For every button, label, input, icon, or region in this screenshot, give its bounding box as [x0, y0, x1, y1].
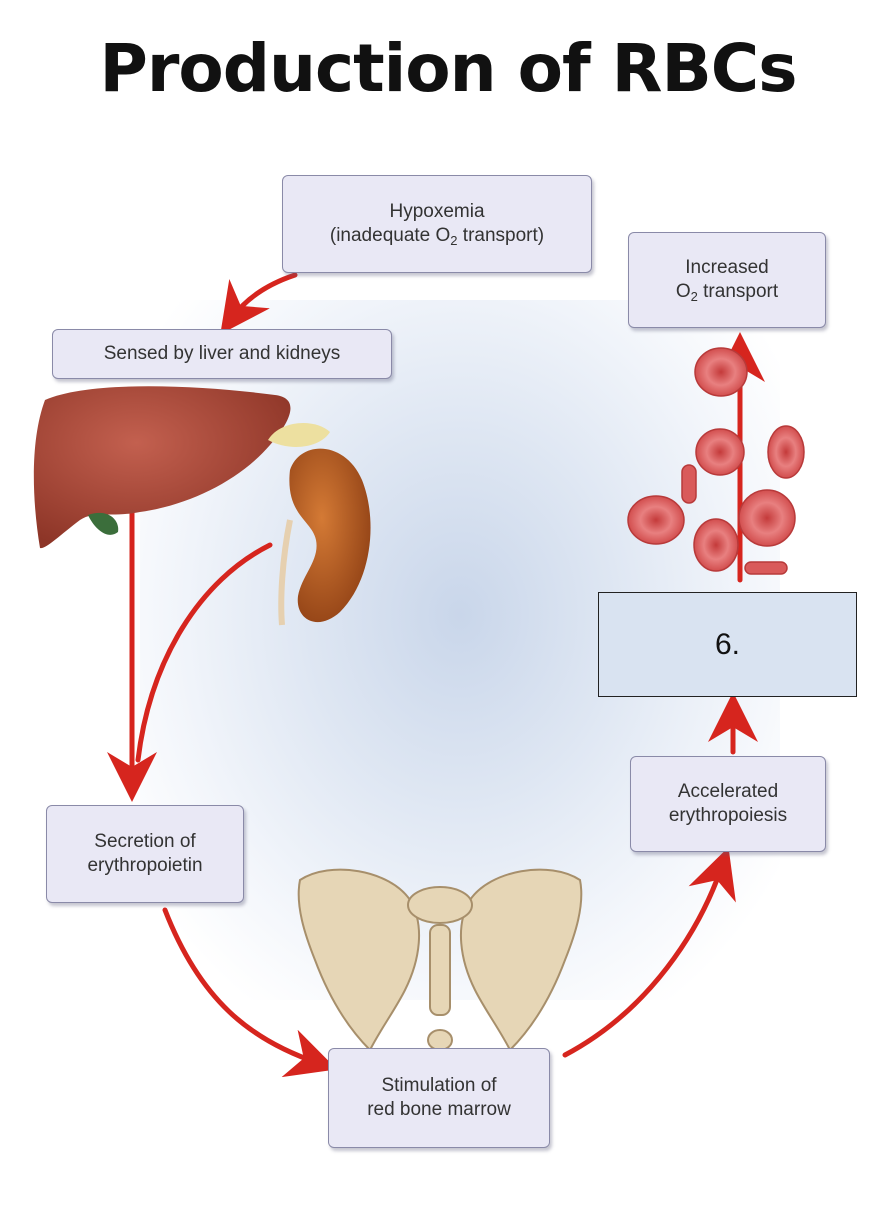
arrow-hypoxemia-to-sensed: [220, 272, 298, 335]
step-sensed: Sensed by liver and kidneys: [52, 329, 392, 379]
stimulation-line1: Stimulation of: [381, 1075, 497, 1096]
page-title: Production of RBCs: [99, 30, 798, 107]
secretion-line2: erythropoietin: [87, 855, 203, 876]
step-hypoxemia: Hypoxemia (inadequate O2 transport): [282, 175, 592, 273]
arrow-secretion-to-stimulation: [162, 907, 337, 1078]
step-increased-o2: Increased O2 transport: [628, 232, 826, 328]
increased-line2: O2 transport: [675, 281, 779, 304]
step-secretion: Secretion of erythropoietin: [46, 805, 244, 903]
accelerated-line1: Accelerated: [677, 781, 779, 802]
red-blood-cells-illustration: [627, 347, 805, 575]
kidney-illustration: [268, 422, 371, 626]
arrow-kidney-to-secretion: [135, 542, 273, 763]
hypoxemia-line2: (inadequate O2 transport): [329, 225, 545, 248]
liver-illustration: [33, 386, 291, 549]
answer-box-6[interactable]: 6.: [598, 592, 857, 697]
pelvis-illustration: [297, 868, 583, 1052]
increased-line1: Increased: [685, 257, 769, 278]
accelerated-line2: erythropoiesis: [668, 805, 788, 826]
secretion-line1: Secretion of: [94, 831, 196, 852]
step-accelerated: Accelerated erythropoiesis: [630, 756, 826, 852]
step-stimulation: Stimulation of red bone marrow: [328, 1048, 550, 1148]
stimulation-line2: red bone marrow: [367, 1099, 511, 1120]
arrow-stimulation-to-accelerated: [562, 847, 736, 1058]
hypoxemia-line1: Hypoxemia: [389, 201, 485, 222]
answer-box-label: 6.: [714, 627, 741, 661]
sensed-label: Sensed by liver and kidneys: [103, 343, 341, 364]
